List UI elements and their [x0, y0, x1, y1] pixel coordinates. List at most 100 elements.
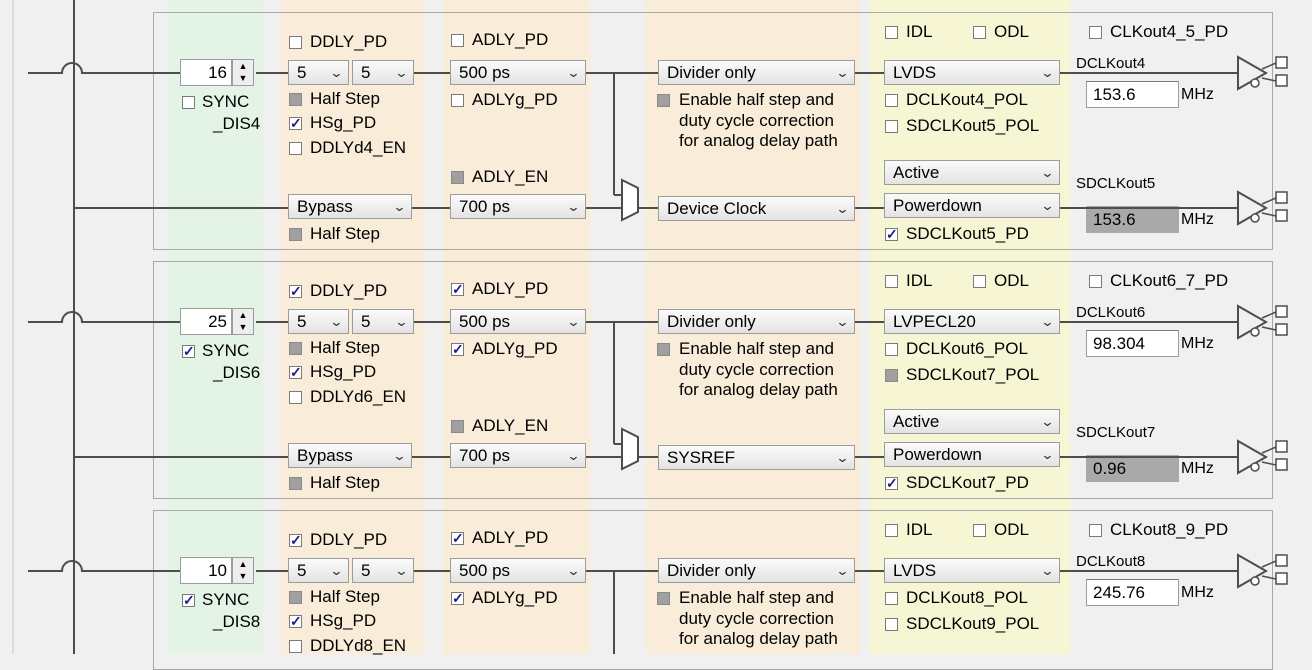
- clkout-pd-checkbox[interactable]: [1089, 275, 1102, 288]
- adlyg-pd-checkbox[interactable]: ✓: [451, 341, 464, 357]
- odl-checkbox[interactable]: [973, 524, 986, 537]
- ddly-cntl-select[interactable]: 5⌄: [352, 558, 414, 583]
- sdclk-format-select[interactable]: Powerdown⌄: [884, 442, 1060, 467]
- divider-value-input[interactable]: 10: [180, 557, 232, 584]
- ddlyd-en-checkbox[interactable]: [289, 142, 302, 155]
- idl-checkbox[interactable]: [885, 26, 898, 39]
- sdclk-adly-select[interactable]: 700 ps⌄: [450, 443, 586, 468]
- adly-select-value: 500 ps: [459, 63, 511, 82]
- sdclk-ddly-select[interactable]: Bypass⌄: [288, 443, 412, 468]
- mux-half-step-checkbox[interactable]: [657, 592, 670, 605]
- dclk-pol-checkbox[interactable]: [885, 343, 898, 356]
- adly-select[interactable]: 500 ps⌄: [450, 309, 586, 334]
- half-step-checkbox[interactable]: [289, 93, 302, 106]
- idl-checkbox[interactable]: [885, 524, 898, 537]
- sdclk-half-step-checkbox[interactable]: [289, 477, 302, 490]
- sdclk-mux-select[interactable]: Device Clock⌄: [658, 196, 855, 221]
- divider-value-input[interactable]: 16: [180, 59, 232, 86]
- ddly-cnth-select[interactable]: 5⌄: [288, 558, 349, 583]
- dclk-frequency-field[interactable]: 153.6: [1086, 81, 1179, 108]
- ddly-pd-label: DDLY_PD: [310, 530, 388, 549]
- adly-pd-checkbox[interactable]: [451, 34, 464, 47]
- adly-select-value: 500 ps: [459, 561, 511, 580]
- ddly-pd-checkbox[interactable]: [289, 36, 302, 49]
- sdclk-mode-select[interactable]: Active⌄: [884, 409, 1060, 434]
- idl-checkbox[interactable]: [885, 275, 898, 288]
- adly-pd-checkbox[interactable]: ✓: [451, 281, 464, 297]
- clkout-pd-checkbox[interactable]: [1089, 26, 1102, 39]
- sdclk-pd-checkbox[interactable]: ✓: [885, 475, 898, 491]
- mux-half-step-label: duty cycle correction: [679, 111, 834, 130]
- hsg-pd-checkbox[interactable]: ✓: [289, 364, 302, 380]
- adly-select-value: 500 ps: [459, 312, 511, 331]
- sdclk-adly-select[interactable]: 700 ps⌄: [450, 194, 586, 219]
- half-step-checkbox[interactable]: [289, 342, 302, 355]
- clkout-pd-checkbox[interactable]: [1089, 524, 1102, 537]
- dclk-pol-checkbox[interactable]: [885, 94, 898, 107]
- mux-half-step-checkbox[interactable]: [657, 343, 670, 356]
- spin-down-icon[interactable]: ▼: [238, 322, 248, 332]
- dclk-frequency-field[interactable]: 98.304: [1086, 330, 1179, 357]
- ddlyd-en-checkbox[interactable]: [289, 391, 302, 404]
- ddly-pd-checkbox[interactable]: ✓: [289, 532, 302, 548]
- divider-spinner[interactable]: ▲▼: [232, 557, 254, 584]
- spin-up-icon[interactable]: ▲: [238, 559, 248, 569]
- dclk-mux-select[interactable]: Divider only⌄: [658, 60, 855, 85]
- spin-up-icon[interactable]: ▲: [238, 310, 248, 320]
- sdclk-format-select[interactable]: Powerdown⌄: [884, 193, 1060, 218]
- dclk-format-select[interactable]: LVDS⌄: [884, 558, 1060, 583]
- sdclk-frequency-field[interactable]: 0.96: [1086, 455, 1179, 482]
- sdclk-frequency-field[interactable]: 153.6: [1086, 206, 1179, 233]
- dclk-format-select[interactable]: LVPECL20⌄: [884, 309, 1060, 334]
- sync-dis-checkbox[interactable]: ✓: [182, 592, 195, 608]
- ddly-cntl-select[interactable]: 5⌄: [352, 309, 414, 334]
- hsg-pd-label: HSg_PD: [310, 362, 377, 381]
- sdclk-mux-select[interactable]: SYSREF⌄: [658, 445, 855, 470]
- sdclk-ddly-select[interactable]: Bypass⌄: [288, 194, 412, 219]
- mux-half-step-checkbox[interactable]: [657, 94, 670, 107]
- dclk-format-select[interactable]: LVDS⌄: [884, 60, 1060, 85]
- spin-up-icon[interactable]: ▲: [238, 61, 248, 71]
- sync-dis-checkbox[interactable]: [182, 96, 195, 109]
- adlyg-pd-checkbox[interactable]: ✓: [451, 590, 464, 606]
- sdclk-pol-checkbox[interactable]: [885, 618, 898, 631]
- dclk-mux-select[interactable]: Divider only⌄: [658, 558, 855, 583]
- sdclk-half-step-checkbox[interactable]: [289, 228, 302, 241]
- ddly-cnth-select[interactable]: 5⌄: [288, 309, 349, 334]
- divider-spinner[interactable]: ▲▼: [232, 308, 254, 335]
- ddly-pd-checkbox[interactable]: ✓: [289, 283, 302, 299]
- half-step-label: Half Step: [310, 89, 380, 108]
- dclk-mux-select[interactable]: Divider only⌄: [658, 309, 855, 334]
- mhz-unit-label: MHz: [1181, 584, 1214, 601]
- hsg-pd-checkbox[interactable]: ✓: [289, 613, 302, 629]
- sdclk-pol-checkbox[interactable]: [885, 369, 898, 382]
- adly-en-checkbox[interactable]: [451, 420, 464, 433]
- sdclk-mode-select[interactable]: Active⌄: [884, 160, 1060, 185]
- adly-pd-checkbox[interactable]: ✓: [451, 530, 464, 546]
- sdclk-pd-checkbox[interactable]: ✓: [885, 226, 898, 242]
- adly-select[interactable]: 500 ps ⌄: [450, 60, 586, 85]
- adlyg-pd-checkbox[interactable]: [451, 94, 464, 107]
- odl-checkbox[interactable]: [973, 275, 986, 288]
- divider-spinner[interactable]: ▲▼: [232, 59, 254, 86]
- sdclk-pol-checkbox[interactable]: [885, 120, 898, 133]
- adly-select[interactable]: 500 ps ⌄: [450, 558, 586, 583]
- chevron-down-icon: ⌄: [566, 563, 581, 578]
- chevron-down-icon: ⌄: [566, 65, 581, 80]
- hsg-pd-checkbox[interactable]: ✓: [289, 115, 302, 131]
- odl-label: ODL: [994, 22, 1029, 41]
- dclk-pol-checkbox[interactable]: [885, 592, 898, 605]
- chevron-down-icon: ⌄: [394, 314, 409, 329]
- half-step-checkbox[interactable]: [289, 591, 302, 604]
- ddly-cnth-select[interactable]: 5⌄: [288, 60, 349, 85]
- divider-value-input[interactable]: 25: [180, 308, 232, 335]
- ddly-cntl-select[interactable]: 5⌄: [352, 60, 414, 85]
- odl-checkbox[interactable]: [973, 26, 986, 39]
- spin-down-icon[interactable]: ▼: [238, 571, 248, 581]
- sync-dis-checkbox[interactable]: ✓: [182, 343, 195, 359]
- adly-en-checkbox[interactable]: [451, 171, 464, 184]
- clkout-pd-label: CLKout8_9_PD: [1110, 520, 1229, 539]
- spin-down-icon[interactable]: ▼: [238, 73, 248, 83]
- dclk-frequency-field[interactable]: 245.76: [1086, 579, 1179, 606]
- ddlyd-en-checkbox[interactable]: [289, 640, 302, 653]
